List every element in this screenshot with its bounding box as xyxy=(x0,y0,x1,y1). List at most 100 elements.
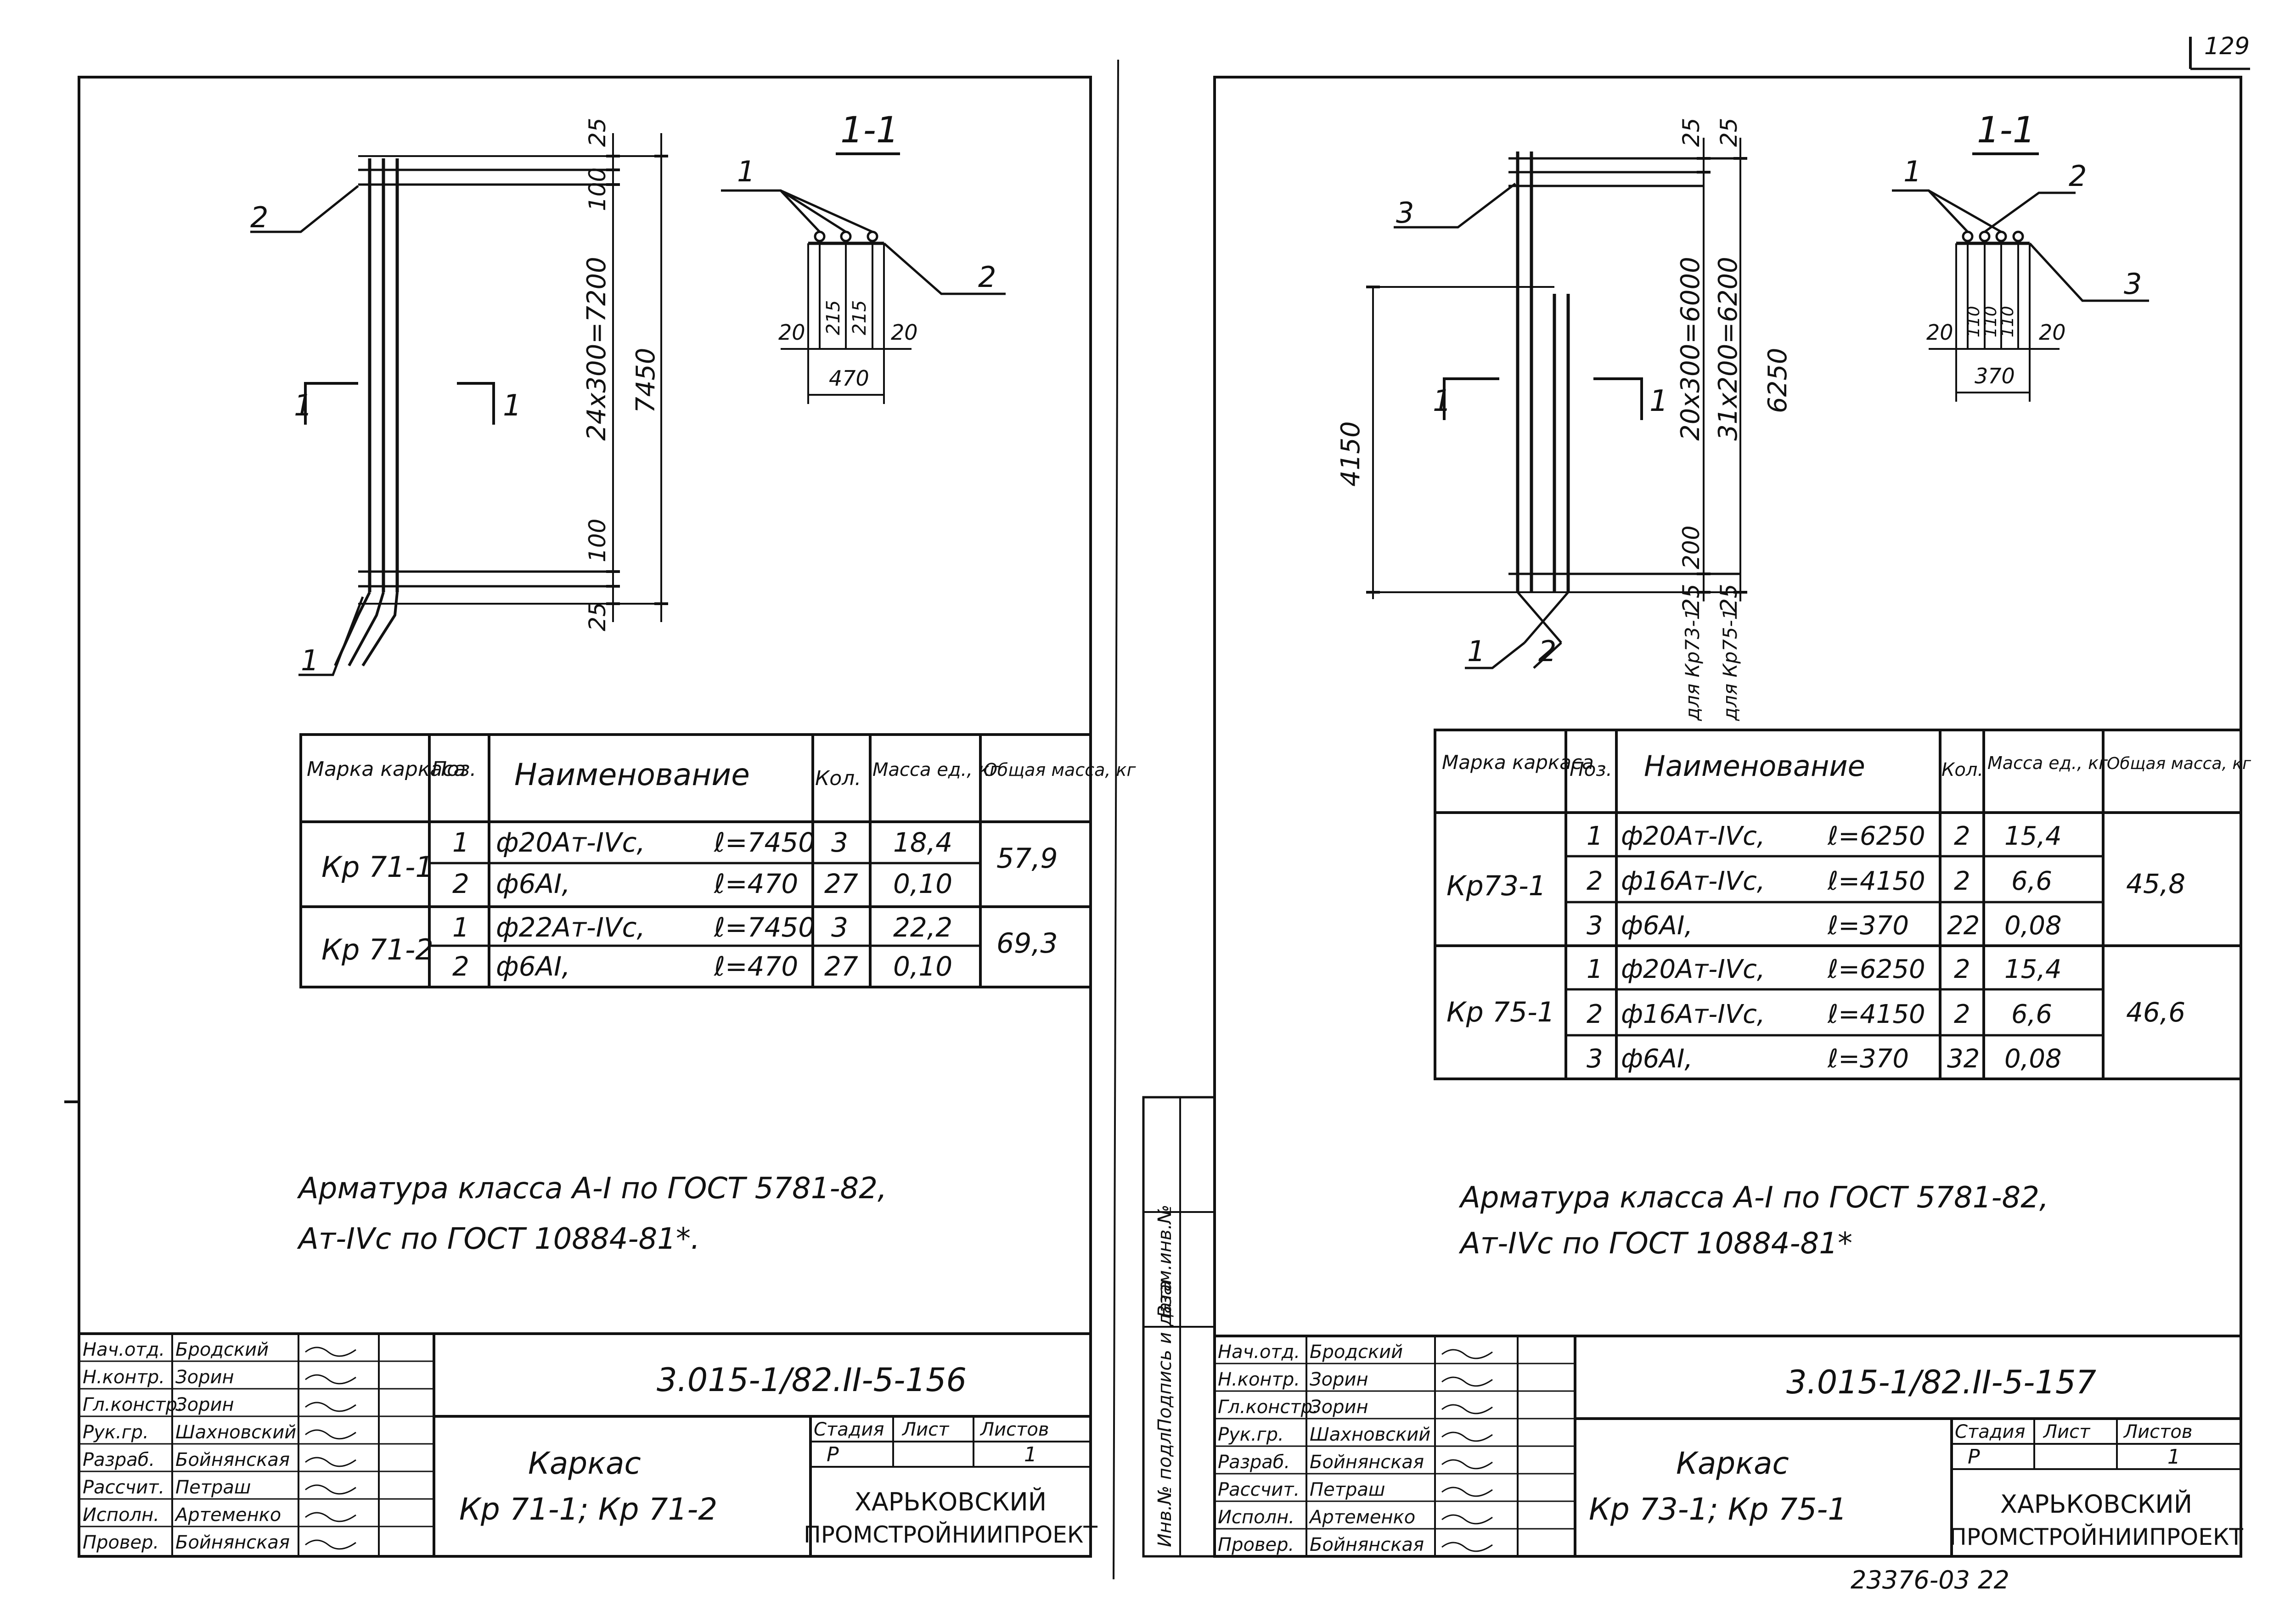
bar-qty: 2 xyxy=(1954,821,1970,851)
dim-middle-a: 20x300=6000 xyxy=(1676,257,1705,441)
bar-qty: 3 xyxy=(831,912,848,943)
cage-elevation-157: 1 2 3 1 1 25 25 20x300=6000 31x200=6200 … xyxy=(1336,118,1793,721)
dim-bottom-step: 200 xyxy=(1678,526,1705,569)
signer-name: Бродский xyxy=(175,1339,269,1360)
spec-table-156: Марка каркаса Поз. Наименование Кол. Мас… xyxy=(299,733,1136,988)
dim-middle: 24x300=7200 xyxy=(582,257,612,441)
th-name: Наименование xyxy=(514,757,750,792)
pos: 1 xyxy=(1587,954,1603,984)
role: Рук.гр. xyxy=(1218,1424,1284,1445)
role: Рассчит. xyxy=(1218,1479,1300,1500)
bar-length: ℓ=370 xyxy=(1827,911,1909,941)
th-total-mass: Общая масса, кг xyxy=(984,760,1136,780)
bar-qty: 27 xyxy=(824,868,858,899)
th-unit-mass: Масса ед., кг xyxy=(872,759,1000,780)
sect-callout-3: 3 xyxy=(2124,267,2142,301)
th-total-mass: Общая масса, кг xyxy=(2107,754,2251,773)
role: Рук.гр. xyxy=(83,1422,149,1443)
bar-mass: 6,6 xyxy=(2011,866,2052,896)
sheet-header: Лист xyxy=(901,1419,950,1440)
pos: 2 xyxy=(452,951,469,982)
signer-name: Бойнянская xyxy=(1310,1452,1424,1473)
role: Разраб. xyxy=(1218,1452,1290,1473)
bar-qty: 2 xyxy=(1954,999,1970,1029)
role: Разраб. xyxy=(83,1449,155,1470)
side-stamp: Инв.№ подл. Подпись и дата Взам.инв.№ xyxy=(1142,1096,1216,1558)
role: Исполн. xyxy=(1218,1507,1294,1528)
sheet-header: Лист xyxy=(2043,1421,2091,1442)
role: Н.контр. xyxy=(83,1367,165,1388)
bar-mass: 15,4 xyxy=(2004,821,2062,851)
title-block-grid xyxy=(79,1360,434,1527)
pos: 2 xyxy=(1587,999,1603,1029)
sect-pitch-c: 110 xyxy=(1998,306,2017,337)
title-block-grid xyxy=(1215,1363,1575,1530)
cut-marker-left: 1 xyxy=(294,389,313,423)
bar-qty: 27 xyxy=(824,951,858,982)
org-line-1: ХАРЬКОВСКИЙ xyxy=(2000,1490,2192,1519)
bar-length: ℓ=6250 xyxy=(1827,821,1925,851)
bar-name: ф20Ат-IVс, xyxy=(1621,821,1765,851)
drawing-number: 3.015-1/82.II-5-157 xyxy=(1786,1364,2096,1401)
dim-bottom-cover-b: 25 xyxy=(1716,584,1742,613)
page-number: 129 xyxy=(2204,33,2250,60)
cut-marker-right: 1 xyxy=(503,389,522,423)
org-line-2: ПРОМСТРОЙНИИПРОЕКТ xyxy=(804,1521,1097,1548)
dim-total: 7450 xyxy=(631,348,661,413)
role: Исполн. xyxy=(83,1504,159,1526)
section-1-1-156: 1-1 1 2 20 20 215 215 470 xyxy=(721,110,1006,404)
bar-mass: 0,08 xyxy=(2004,911,2062,941)
drawing-title-2: Кр 73-1; Кр 75-1 xyxy=(1589,1492,1847,1527)
sect-edge-right: 20 xyxy=(891,320,918,345)
sect-width: 370 xyxy=(1975,364,2015,388)
drawing-title-1: Каркас xyxy=(528,1446,641,1481)
sheet-count: 1 xyxy=(2167,1445,2180,1469)
sect-edge-left: 20 xyxy=(778,320,805,345)
sect-edge-left: 20 xyxy=(1926,320,1953,345)
signer-name: Артеменко xyxy=(1308,1507,1415,1528)
dim-middle-b: 31x200=6200 xyxy=(1713,257,1743,441)
sect-callout-2: 2 xyxy=(978,260,996,294)
role: Рассчит. xyxy=(83,1477,164,1498)
pos: 3 xyxy=(1587,1044,1603,1074)
callout-1: 1 xyxy=(301,644,319,677)
bar-mass: 18,4 xyxy=(893,827,952,858)
th-qty: Кол. xyxy=(1941,759,1983,780)
bar-name: ф16Ат-IVс, xyxy=(1621,999,1765,1029)
signer-name: Бойнянская xyxy=(175,1449,290,1470)
bar-mass: 15,4 xyxy=(2004,954,2062,984)
role: Гл.констр. xyxy=(83,1394,183,1415)
dim-top-cover: 25 xyxy=(584,118,611,147)
stage: Р xyxy=(827,1443,839,1466)
bar-qty: 2 xyxy=(1954,866,1970,896)
bar-length: ℓ=7450 xyxy=(714,912,815,943)
callout-3: 3 xyxy=(1396,196,1414,230)
total-kr71-1: 57,9 xyxy=(996,842,1058,875)
dim-total: 6250 xyxy=(1763,348,1793,413)
pos: 1 xyxy=(452,827,469,858)
th-qty: Кол. xyxy=(815,767,861,790)
note-line-2: Ат-IVс по ГОСТ 10884-81* xyxy=(1458,1227,1852,1261)
signer-name: Петраш xyxy=(1310,1479,1385,1500)
dim-bottom-step: 100 xyxy=(584,519,611,562)
role: Нач.отд. xyxy=(83,1339,165,1360)
sheets-header: Листов xyxy=(979,1419,1049,1440)
sect-pitch-a: 215 xyxy=(823,300,844,335)
sheet-count: 1 xyxy=(1024,1443,1037,1466)
mark-kr75-1: Кр 75-1 xyxy=(1446,996,1555,1028)
note-line-1: Арматура класса А-I по ГОСТ 5781-82, xyxy=(297,1172,887,1206)
bar-length: ℓ=4150 xyxy=(1827,999,1925,1029)
dim-top-step: 100 xyxy=(584,168,611,211)
stage: Р xyxy=(1968,1445,1980,1469)
callout-2: 2 xyxy=(250,201,268,234)
bar-length: ℓ=370 xyxy=(1827,1044,1909,1074)
bar-length: ℓ=470 xyxy=(714,868,798,899)
mark-kr71-1: Кр 71-1 xyxy=(321,850,433,884)
role: Нач.отд. xyxy=(1218,1341,1300,1363)
signer-name: Шахновский xyxy=(175,1422,296,1443)
th-mark: Марка каркаса xyxy=(1442,751,1594,774)
archive-number: 23376-03 22 xyxy=(1851,1566,2009,1594)
role: Н.контр. xyxy=(1218,1369,1300,1390)
stage-header: Стадия xyxy=(1955,1421,2025,1442)
